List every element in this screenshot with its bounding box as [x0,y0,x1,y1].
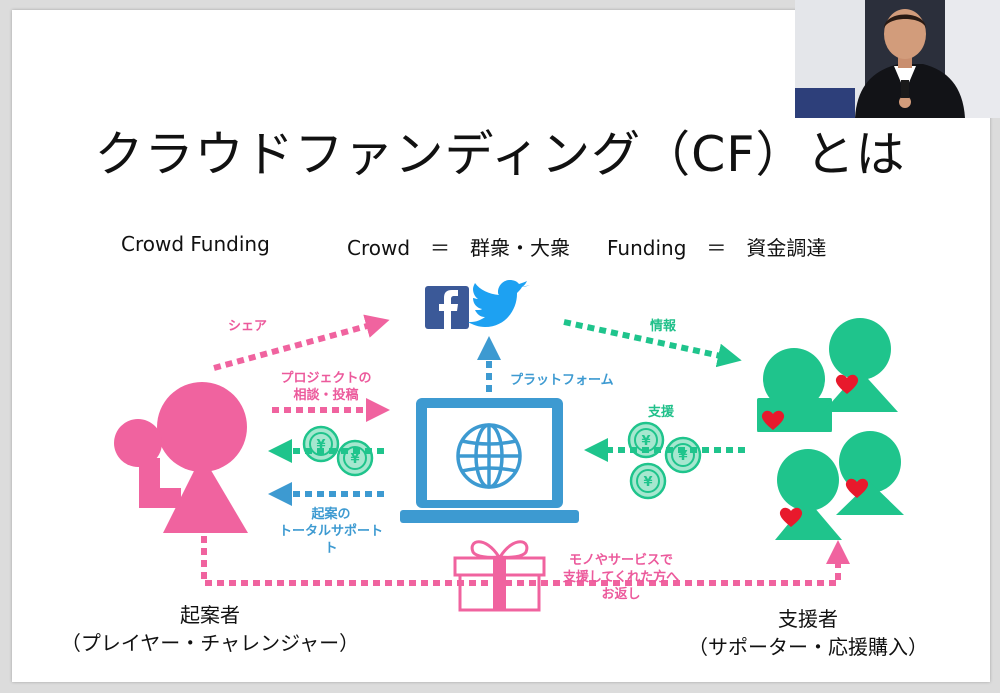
term-crowd-funding: Crowd Funding [121,232,270,256]
supporter-figure-3 [836,431,904,515]
twitter-icon [468,280,530,327]
presenter-video [795,0,1000,118]
supporter-detail: （サポーター・応援購入） [688,635,928,659]
heart-icon [845,478,869,498]
info-arrow [563,319,742,368]
support-label: 支援 [648,405,675,420]
reward-line-1: モノやサービスで [568,553,673,568]
reward-label: モノやサービスで 支援してくれた方へ お返し [551,552,691,603]
project-label: プロジェクトの 相談・投稿 [272,370,380,404]
total-support-label: 起案の トータルサポート ト [276,506,386,557]
slide-title: クラウドファンディング（CF）とは [94,126,906,183]
return-path-arrow [201,536,850,586]
supporter-figure-2 [823,318,898,412]
total-support-line-3: ト [324,541,338,556]
project-label-line-1: プロジェクトの [280,371,372,386]
platform-label: プラットフォーム [510,373,614,388]
creator-figure [114,382,248,533]
reward-line-2: 支援してくれた方へ [562,570,680,585]
info-label: 情報 [650,319,677,334]
globe-icon [456,423,522,489]
total-support-line-2: トータルサポート [278,524,383,539]
coin-symbol: ¥ [350,452,359,467]
yen-coin-icon [664,436,702,474]
heart-icon [779,507,803,527]
yen-coin-icon [629,462,667,500]
heart-icon [835,374,859,394]
supporter-name: 支援者 [778,607,838,631]
supporter-figure-4 [775,449,842,540]
project-label-line-2: 相談・投稿 [293,388,359,403]
heart-icon [761,410,785,430]
coin-symbol: ¥ [678,449,687,464]
share-label: シェア [228,319,268,334]
coin-symbol: ¥ [316,438,325,453]
definition-crowd: Crowd ＝ 群衆・大衆 [347,236,571,260]
share-arrow [213,314,390,371]
coin-symbol: ¥ [643,475,652,490]
creator-name: 起案者 [180,603,240,627]
reward-line-3: お返し [601,587,641,602]
gift-icon [453,540,546,612]
total-support-line-1: 起案の [311,507,351,522]
facebook-icon [425,286,469,329]
coin-symbol: ¥ [641,434,650,449]
creator-caption: 起案者 （プレイヤー・チャレンジャー） [60,601,360,657]
supporter-caption: 支援者 （サポーター・応援購入） [678,605,938,661]
creator-detail: （プレイヤー・チャレンジャー） [60,631,360,655]
definition-funding: Funding ＝ 資金調達 [607,236,827,260]
webcam-overlay [795,0,1000,118]
